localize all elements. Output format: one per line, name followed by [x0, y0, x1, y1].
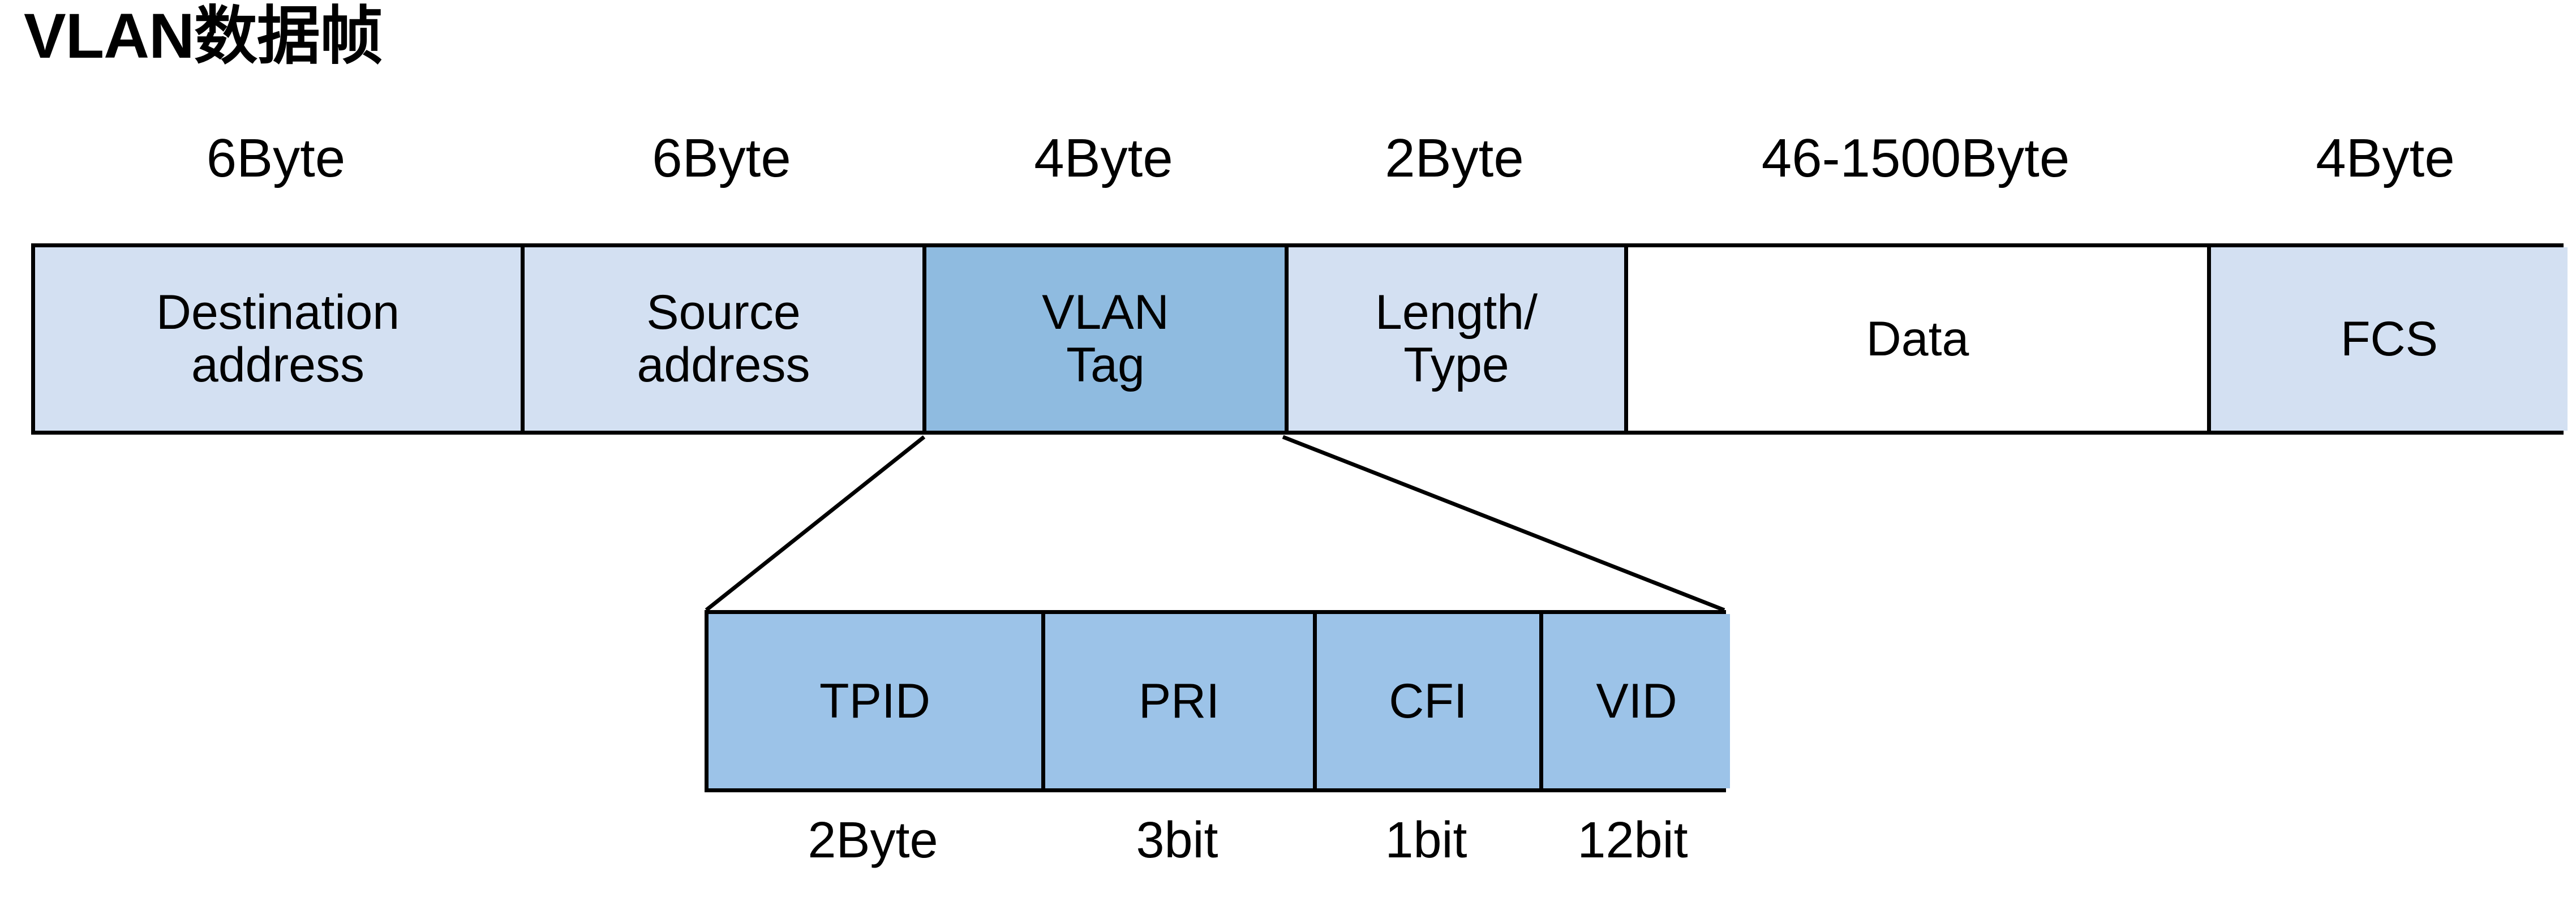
- vlan-tag-expansion-diagram: TPID PRI CFI VID: [705, 610, 1730, 792]
- top-size-label: 6Byte: [206, 128, 346, 188]
- frame-field-label: Source: [646, 285, 801, 340]
- frame-field-data: Data: [1628, 247, 2211, 431]
- connector-right: [1282, 435, 1725, 612]
- bottom-size-label-row: 2Byte 3bit 1bit 12bit: [0, 815, 2576, 883]
- bottom-size-label: 12bit: [1577, 812, 1688, 869]
- top-size-label: 4Byte: [2316, 128, 2455, 188]
- vlan-tag-field-label: PRI: [1138, 673, 1220, 728]
- frame-field-label-line2: Type: [1403, 338, 1509, 392]
- bottom-size-label: 3bit: [1136, 812, 1218, 869]
- frame-field-label: Data: [1866, 311, 1969, 366]
- top-size-label-row: 6Byte 6Byte 4Byte 2Byte 46-1500Byte 4Byte: [0, 131, 2576, 199]
- frame-field-label-line2: Tag: [1066, 338, 1145, 392]
- vlan-tag-field-tpid: TPID: [709, 614, 1045, 788]
- frame-field-label-line2: address: [191, 338, 364, 392]
- vlan-tag-field-pri: PRI: [1045, 614, 1317, 788]
- top-size-label: 46-1500Byte: [1761, 128, 2070, 188]
- top-size-label: 6Byte: [652, 128, 791, 188]
- frame-field-label-line2: address: [637, 338, 810, 392]
- frame-field-label: FCS: [2341, 311, 2438, 366]
- top-size-label: 4Byte: [1034, 128, 1173, 188]
- frame-field-label: VLAN: [1042, 285, 1169, 340]
- vlan-tag-field-cfi: CFI: [1317, 614, 1543, 788]
- frame-field-fcs: FCS: [2211, 247, 2568, 431]
- connector-left: [705, 435, 926, 612]
- frame-field-length-type: Length/Type: [1289, 247, 1628, 431]
- bottom-size-label: 1bit: [1385, 812, 1467, 869]
- vlan-tag-field-vid: VID: [1543, 614, 1730, 788]
- bottom-size-label: 2Byte: [808, 812, 938, 869]
- vlan-tag-field-label: VID: [1596, 673, 1677, 728]
- vlan-tag-field-label: CFI: [1389, 673, 1467, 728]
- frame-field-label: Length/: [1375, 285, 1538, 340]
- page-title: VLAN数据帧: [24, 1, 383, 71]
- vlan-tag-field-label: TPID: [819, 673, 930, 728]
- frame-field-label: Destination: [156, 285, 400, 340]
- top-size-label: 2Byte: [1385, 128, 1524, 188]
